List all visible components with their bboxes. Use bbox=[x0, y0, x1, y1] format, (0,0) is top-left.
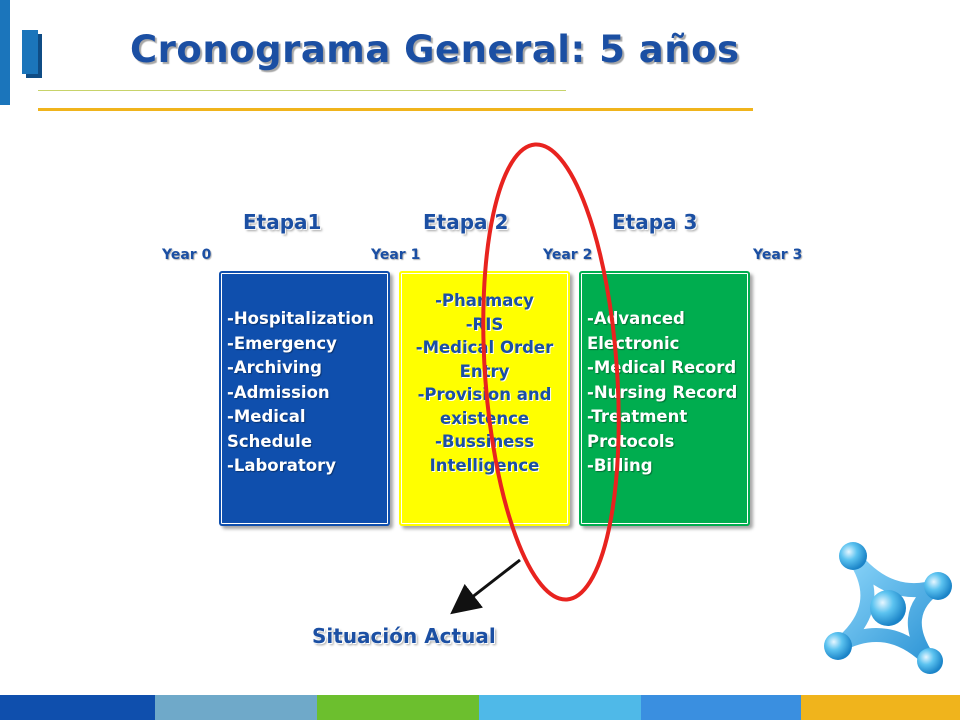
header-accent-block bbox=[22, 30, 38, 74]
stage-label-3: Etapa 3 bbox=[612, 210, 698, 234]
module-item: Intelligence bbox=[429, 455, 540, 475]
module-item: existence bbox=[439, 408, 530, 428]
module-item: -Emergency bbox=[227, 333, 337, 353]
footer-color-band bbox=[0, 695, 960, 720]
slide-title: Cronograma General: 5 años bbox=[130, 28, 740, 71]
module-item: -Medical bbox=[227, 407, 306, 426]
module-item: -Bussiness bbox=[434, 432, 535, 451]
current-status-caption: Situación Actual bbox=[312, 624, 496, 648]
footer-segment bbox=[0, 695, 155, 720]
stage-1-box: -Hospitalization -Emergency -Archiving -… bbox=[219, 271, 390, 526]
stage-3-box: -Advanced Electronic -Medical Record -Nu… bbox=[579, 271, 750, 526]
module-item: -Medical Record bbox=[587, 358, 737, 377]
blue-cross-molecule-icon bbox=[824, 542, 952, 674]
module-item: -Treatment bbox=[587, 407, 688, 426]
module-item: -Billing bbox=[587, 456, 653, 475]
stage-3-modules: -Advanced Electronic -Medical Record -Nu… bbox=[587, 307, 737, 479]
year-marker-1: Year 1 bbox=[371, 247, 421, 263]
footer-segment bbox=[317, 695, 479, 720]
footer-segment bbox=[155, 695, 317, 720]
module-item: -Hospitalization bbox=[227, 309, 374, 328]
footer-segment bbox=[479, 695, 641, 720]
module-item: -Nursing Record bbox=[587, 382, 738, 402]
year-marker-0: Year 0 bbox=[162, 247, 212, 263]
title-underline-thin bbox=[38, 90, 566, 91]
header-accent-stripe bbox=[0, 0, 10, 105]
stage-label-1: Etapa1 bbox=[243, 210, 322, 234]
stage-1-modules: -Hospitalization -Emergency -Archiving -… bbox=[227, 307, 374, 479]
module-item: -Provision and bbox=[417, 385, 552, 404]
year-marker-3: Year 3 bbox=[753, 247, 803, 263]
current-status-ellipse bbox=[481, 142, 621, 602]
title-underline-gold bbox=[38, 108, 753, 111]
module-item: Protocols bbox=[587, 431, 675, 451]
footer-segment bbox=[641, 695, 801, 720]
module-item: -Admission bbox=[227, 382, 330, 402]
footer-segment bbox=[801, 695, 960, 720]
module-item: Schedule bbox=[227, 431, 313, 451]
arrow-down-left-icon bbox=[450, 558, 521, 615]
module-item: Electronic bbox=[587, 333, 680, 353]
module-item: -Archiving bbox=[227, 358, 322, 377]
year-marker-2: Year 2 bbox=[543, 247, 593, 263]
module-item: -Laboratory bbox=[227, 456, 337, 475]
